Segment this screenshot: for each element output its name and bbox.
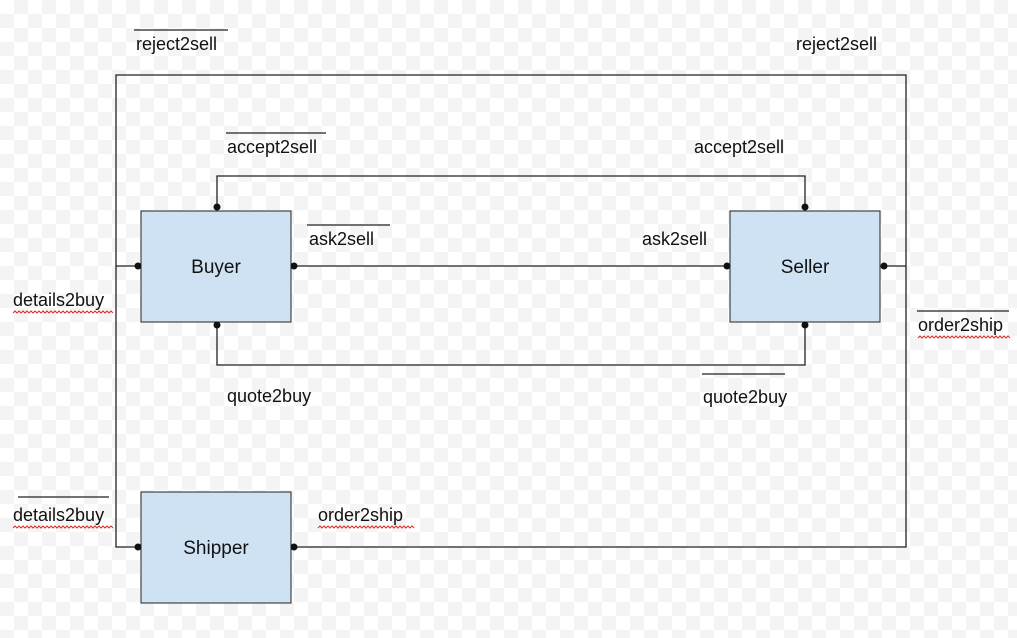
buyer-port-right xyxy=(290,262,298,270)
seller-port-left xyxy=(723,262,731,270)
seller-port-top xyxy=(801,203,809,211)
reject2sell-left-label: reject2sell xyxy=(136,34,217,54)
accept2sell-wire xyxy=(216,175,806,207)
ask2sell-right-label: ask2sell xyxy=(642,229,707,249)
shipper-port-right xyxy=(290,543,298,551)
seller-label: Seller xyxy=(781,257,830,278)
quote2buy-right-label: quote2buy xyxy=(703,387,787,407)
order2ship-bottom-spellcheck xyxy=(317,525,415,529)
shipper-label: Shipper xyxy=(183,538,249,559)
accept2sell-right-label: accept2sell xyxy=(694,137,784,157)
order2ship-right-spellcheck xyxy=(917,335,1011,339)
buyer-box[interactable] xyxy=(140,210,292,323)
order2ship-bottom-label: order2ship xyxy=(318,505,403,525)
seller-port-right xyxy=(880,262,888,270)
buyer-port-top xyxy=(213,203,221,211)
outer-loop-wire xyxy=(115,74,907,266)
quote2buy-wire xyxy=(216,325,806,366)
accept2sell-left-label: accept2sell xyxy=(227,137,317,157)
shipper-box[interactable] xyxy=(140,491,292,604)
details2buy-top-label: details2buy xyxy=(13,290,104,310)
shipper-port-left xyxy=(134,543,142,551)
quote2buy-left-label: quote2buy xyxy=(227,386,311,406)
details2buy-wire xyxy=(115,266,138,548)
reject2sell-right-label: reject2sell xyxy=(796,34,877,54)
buyer-label: Buyer xyxy=(191,257,241,278)
order2ship-right-label: order2ship xyxy=(918,315,1003,335)
details2buy-bottom-spellcheck xyxy=(12,525,114,529)
ask2sell-left-label: ask2sell xyxy=(309,229,374,249)
buyer-port-left xyxy=(134,262,142,270)
details2buy-top-spellcheck xyxy=(12,310,114,314)
details2buy-bottom-label: details2buy xyxy=(13,505,104,525)
buyer-port-bottom xyxy=(213,321,221,329)
seller-port-bottom xyxy=(801,321,809,329)
order2ship-wire xyxy=(294,266,907,548)
